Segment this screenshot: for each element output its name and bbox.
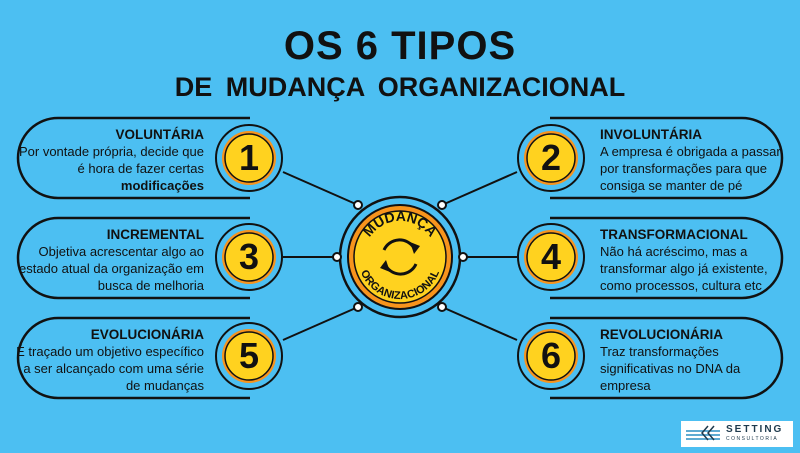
number-circle-3 xyxy=(215,223,283,291)
number-circle-6 xyxy=(517,322,585,390)
pill-4 xyxy=(550,216,784,300)
number-5: 5 xyxy=(238,335,260,376)
pill-1 xyxy=(16,116,250,200)
card-transformacional: TRANSFORMACIONAL Não há acréscimo, mas a … xyxy=(600,226,790,294)
pill-6 xyxy=(550,316,784,400)
card-revolucionaria: REVOLUCIONÁRIA Traz transformações signif… xyxy=(600,326,790,394)
card-title: EVOLUCIONÁRIA xyxy=(90,327,204,342)
number-4: 4 xyxy=(540,236,562,277)
title-line-1: OS 6 TIPOS xyxy=(283,24,517,68)
card-text: Objetiva acrescentar algo ao estado atua… xyxy=(18,244,204,293)
card-involuntaria: INVOLUNTÁRIA A empresa é obrigada a passa… xyxy=(600,126,790,194)
number-1: 1 xyxy=(238,137,260,178)
center-badge: MUDANÇA ORGANIZACIONAL xyxy=(338,195,462,319)
card-title: REVOLUCIONÁRIA xyxy=(600,327,724,342)
pill-2 xyxy=(550,116,784,200)
number-circle-5 xyxy=(215,322,283,390)
card-text: Traz transformações significativas no DN… xyxy=(600,344,741,393)
pill-5 xyxy=(16,316,250,400)
number-circle-4 xyxy=(517,223,585,291)
logo-sub: CONSULTORIA xyxy=(726,436,779,442)
card-text: Não há acréscimo, mas a transformar algo… xyxy=(600,244,768,293)
card-evolucionaria: EVOLUCIONÁRIA É traçado um objetivo espec… xyxy=(14,326,204,394)
logo-arrows-icon xyxy=(686,425,720,441)
pill-3 xyxy=(16,216,250,300)
number-6: 6 xyxy=(540,335,562,376)
number-circle-2 xyxy=(517,124,585,192)
logo-name: SETTING xyxy=(726,424,784,435)
number-3: 3 xyxy=(238,236,260,277)
card-text: Por vontade própria, decide que é hora d… xyxy=(18,144,204,176)
card-text-bold: modificações xyxy=(120,178,204,193)
card-title: TRANSFORMACIONAL xyxy=(600,227,748,242)
card-title: VOLUNTÁRIA xyxy=(115,127,205,142)
connectors xyxy=(282,171,518,341)
card-text: É traçado um objetivo específico a ser a… xyxy=(16,344,204,393)
connector-dots xyxy=(332,200,468,312)
setting-logo: SETTING CONSULTORIA xyxy=(681,421,793,447)
card-title: INVOLUNTÁRIA xyxy=(600,127,702,142)
card-text: A empresa é obrigada a passar por transf… xyxy=(600,144,781,193)
card-title: INCREMENTAL xyxy=(106,227,204,242)
title-line-2: DE MUDANÇA ORGANIZACIONAL xyxy=(174,72,626,102)
number-circle-1 xyxy=(215,124,283,192)
number-2: 2 xyxy=(540,137,562,178)
card-voluntaria: VOLUNTÁRIA Por vontade própria, decide qu… xyxy=(14,126,204,194)
card-incremental: INCREMENTAL Objetiva acrescentar algo ao … xyxy=(14,226,204,294)
